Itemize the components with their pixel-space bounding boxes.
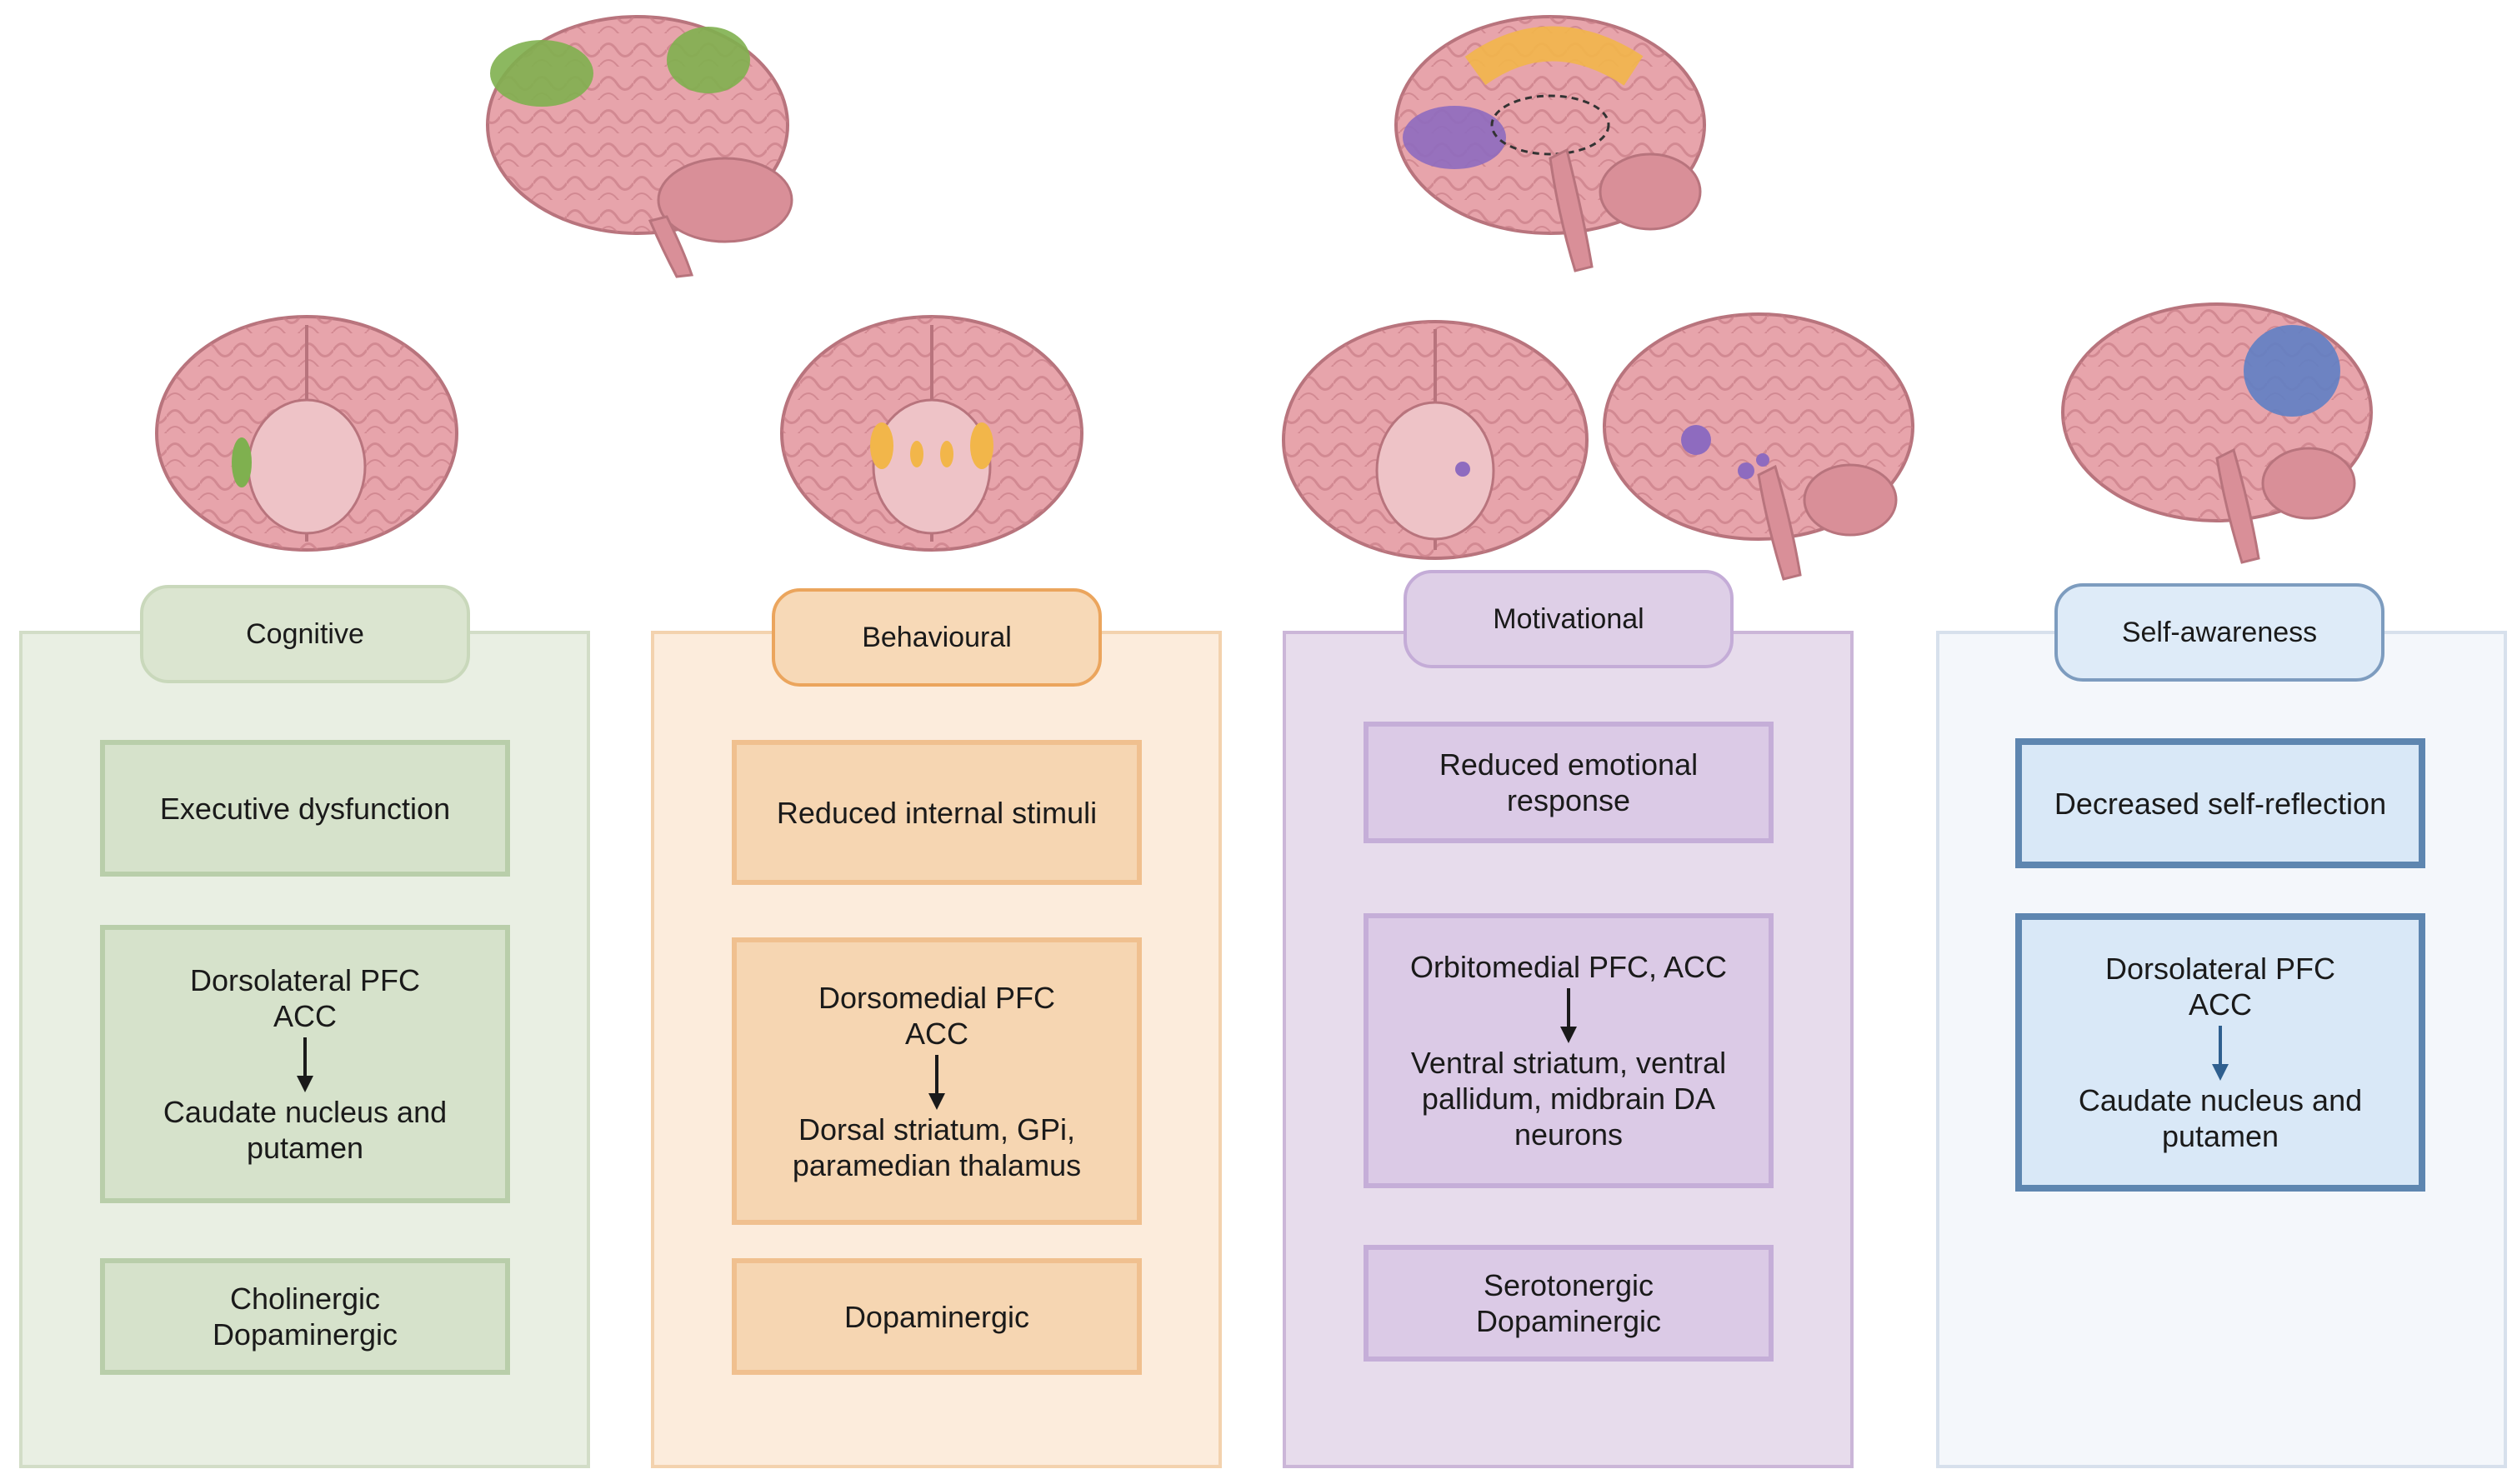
behavioural-label: Behavioural bbox=[772, 588, 1102, 687]
circuit-source: Dorsolateral PFC bbox=[189, 963, 421, 997]
circuit-source: ACC bbox=[904, 1016, 968, 1051]
circuit-source: ACC bbox=[273, 999, 337, 1033]
dlpfc-highlight bbox=[490, 40, 593, 107]
down-arrow-icon bbox=[928, 1054, 945, 1110]
sagittal-brain-icon bbox=[2061, 302, 2373, 564]
circuit-target: Dorsal striatum, GPi, bbox=[798, 1112, 1076, 1147]
cognitive-symptom-box: Executive dysfunction bbox=[100, 740, 510, 877]
lateral-brain-icon bbox=[486, 15, 793, 278]
parietal-highlight bbox=[667, 27, 750, 93]
circuit-source: ACC bbox=[2188, 987, 2252, 1022]
circuit-target: Ventral striatum, ventral bbox=[1410, 1046, 1727, 1080]
coronal-brain-icon bbox=[155, 315, 458, 552]
precuneus-highlight bbox=[2244, 325, 2340, 417]
circuit-target: Caudate nucleus and bbox=[163, 1095, 448, 1129]
down-arrow-icon bbox=[1560, 988, 1577, 1043]
neurotransmitter-text: Dopaminergic bbox=[1475, 1304, 1662, 1338]
symptom-text: Executive dysfunction bbox=[159, 791, 451, 826]
sagittal-brain-icon bbox=[1603, 312, 1914, 581]
neurotransmitter-text: Serotonergic bbox=[1483, 1268, 1654, 1302]
motivational-circuit-box: Orbitomedial PFC, ACC Ventral striatum, … bbox=[1364, 913, 1774, 1188]
circuit-target: paramedian thalamus bbox=[792, 1147, 1082, 1182]
symptom-text: Reduced internal stimuli bbox=[776, 795, 1098, 830]
motivational-symptom-box: Reduced emotional response bbox=[1364, 722, 1774, 843]
neurotransmitter-text: Dopaminergic bbox=[212, 1317, 398, 1352]
circuit-source: Dorsolateral PFC bbox=[2104, 952, 2336, 986]
behavioural-circuit-box: Dorsomedial PFC ACC Dorsal striatum, GPi… bbox=[732, 937, 1142, 1225]
circuit-target: putamen bbox=[2161, 1119, 2279, 1153]
symptom-text: Reduced emotional bbox=[1439, 747, 1699, 782]
symptom-text: Decreased self-reflection bbox=[2054, 786, 2387, 821]
circuit-target: neurons bbox=[1514, 1117, 1624, 1152]
coronal-brain-icon bbox=[1282, 320, 1589, 560]
symptom-text: response bbox=[1506, 783, 1631, 817]
behavioural-neurotransmitter-box: Dopaminergic bbox=[732, 1258, 1142, 1375]
self-awareness-circuit-box: Dorsolateral PFC ACC Caudate nucleus and… bbox=[2015, 913, 2425, 1192]
motivational-neurotransmitter-box: Serotonergic Dopaminergic bbox=[1364, 1245, 1774, 1362]
neurotransmitter-text: Cholinergic bbox=[229, 1282, 381, 1316]
circuit-target: putamen bbox=[246, 1131, 364, 1165]
neurotransmitter-text: Dopaminergic bbox=[843, 1299, 1030, 1334]
circuit-source: Orbitomedial PFC, ACC bbox=[1409, 950, 1728, 984]
down-arrow-icon bbox=[2212, 1026, 2229, 1081]
cognitive-label: Cognitive bbox=[140, 585, 470, 683]
self-awareness-symptom-box: Decreased self-reflection bbox=[2015, 738, 2425, 868]
sagittal-brain-icon bbox=[1394, 15, 1706, 272]
circuit-target: Caudate nucleus and bbox=[2078, 1083, 2363, 1117]
circuit-source: Dorsomedial PFC bbox=[818, 980, 1056, 1015]
coronal-brain-icon bbox=[780, 315, 1083, 552]
cognitive-neurotransmitter-box: Cholinergic Dopaminergic bbox=[100, 1258, 510, 1375]
motivational-label: Motivational bbox=[1404, 570, 1734, 668]
behavioural-symptom-box: Reduced internal stimuli bbox=[732, 740, 1142, 885]
circuit-target: pallidum, midbrain DA bbox=[1421, 1082, 1716, 1116]
cognitive-circuit-box: Dorsolateral PFC ACC Caudate nucleus and… bbox=[100, 925, 510, 1203]
down-arrow-icon bbox=[297, 1037, 313, 1092]
self-awareness-label: Self-awareness bbox=[2054, 583, 2384, 682]
